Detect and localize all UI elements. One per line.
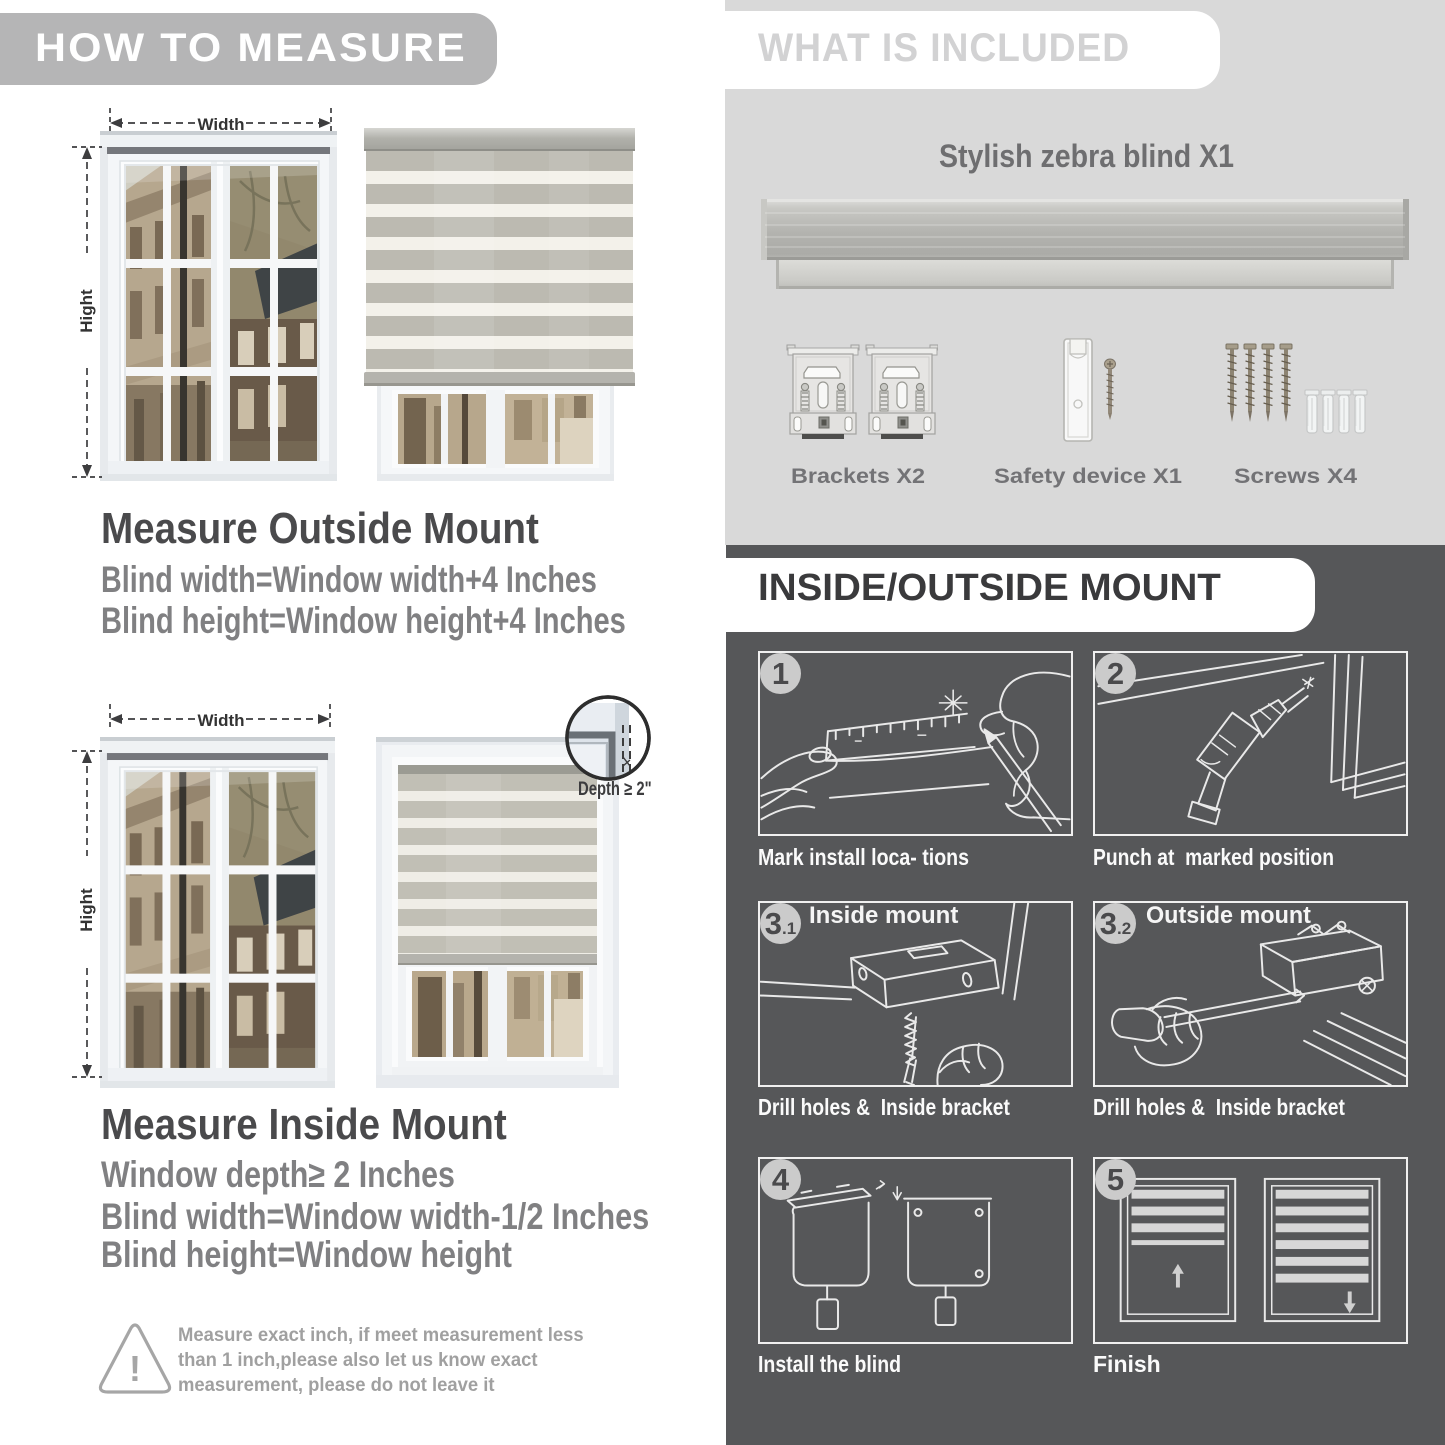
svg-text:!: ! xyxy=(129,1348,141,1389)
svg-text:Width: Width xyxy=(197,115,244,134)
svg-text:Hight: Hight xyxy=(77,289,96,333)
svg-text:Hight: Hight xyxy=(77,888,96,932)
svg-text:Width: Width xyxy=(197,711,244,730)
